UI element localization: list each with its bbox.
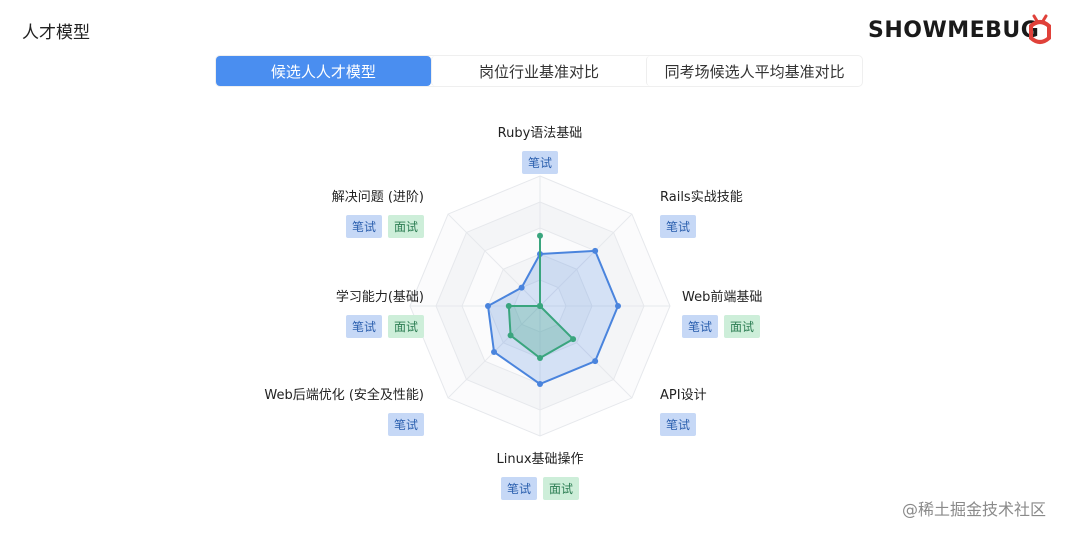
series-point [491,348,498,355]
brand-name: SHOWMEBUG [868,18,1040,43]
written-test-tag: 笔试 [500,477,537,500]
series-point [507,332,514,339]
dimension-tags: 笔试面试 [336,315,424,338]
dimension-4: API设计笔试 [660,384,707,436]
series-point [505,303,512,309]
bug-icon [1029,14,1051,44]
tab-exam-average-benchmark[interactable]: 同考场候选人平均基准对比 [646,56,862,86]
interview-tag: 面试 [543,477,580,500]
written-test-tag: 笔试 [345,215,382,238]
series-point [615,303,621,309]
dimension-label: Rails实战技能 [660,190,743,205]
dimension-8: 解决问题 (进阶) 笔试面试 [332,186,424,238]
dimension-label: 学习能力(基础) [335,290,424,305]
tab-industry-benchmark[interactable]: 岗位行业基准对比 [430,56,647,86]
dimension-5: Linux基础操作笔试面试 [440,448,640,500]
series-area [507,234,575,359]
tab-bar: 候选人人才模型 岗位行业基准对比 同考场候选人平均基准对比 [216,56,862,86]
tab-candidate-model[interactable]: 候选人人才模型 [216,56,431,86]
watermark: @稀土掘金技术社区 [902,500,1047,519]
dimension-label: API设计 [660,388,707,403]
dimension-tags: 笔试面试 [440,477,640,500]
dimension-3: Web前端基础笔试面试 [682,286,762,338]
interview-tag: 面试 [387,215,424,238]
series-point [592,247,599,254]
page-title: 人才模型 [22,23,90,43]
written-test-tag: 笔试 [521,151,558,174]
series-point [570,336,577,343]
interview-tag: 面试 [387,315,424,338]
brand-logo: SHOWMEBUG [868,10,1058,50]
written-test-tag: 笔试 [345,315,382,338]
interview-tag: 面试 [724,315,761,338]
dimension-label: 解决问题 (进阶) [331,190,424,205]
dimension-7: 学习能力(基础) 笔试面试 [336,286,424,338]
dimension-6: Web后端优化 (安全及性能) 笔试 [264,384,424,436]
dimension-tags: 笔试 [440,151,640,174]
series-point [537,355,543,361]
dimension-label: Ruby语法基础 [497,126,583,141]
dimension-label: Linux基础操作 [496,452,584,467]
series-point [518,284,525,291]
written-test-tag: 笔试 [660,215,697,238]
series-point [537,381,543,387]
series-point [485,303,491,309]
dimension-label: Web后端优化 (安全及性能) [264,388,424,403]
series-point [592,358,599,365]
grid-spoke [447,213,541,307]
dimension-label: Web前端基础 [682,290,763,305]
dimension-1: Ruby语法基础笔试 [440,122,640,174]
dimension-tags: 笔试面试 [332,215,424,238]
written-test-tag: 笔试 [660,413,697,436]
written-test-tag: 笔试 [387,413,424,436]
dimension-2: Rails实战技能笔试 [660,186,743,238]
series-point [537,303,543,309]
dimension-tags: 笔试 [264,413,424,436]
dimension-tags: 笔试 [660,413,707,436]
dimension-tags: 笔试 [660,215,743,238]
grid-spoke [539,213,633,307]
series-point [537,232,543,239]
written-test-tag: 笔试 [682,315,719,338]
dimension-tags: 笔试面试 [682,315,762,338]
